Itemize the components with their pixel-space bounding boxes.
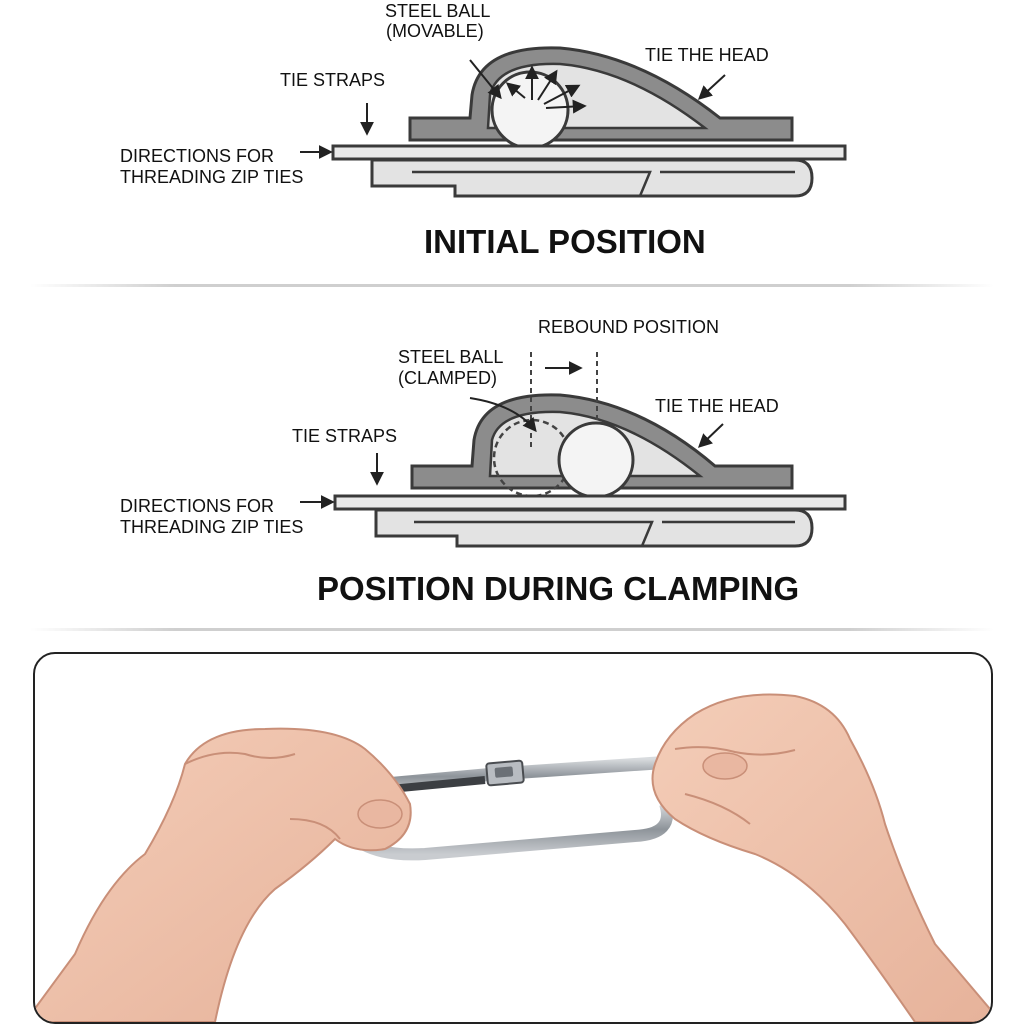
clamping-position-title: POSITION DURING CLAMPING [317, 570, 800, 607]
section-divider [30, 284, 994, 287]
hands-pulling-steel-tie-illustration [35, 693, 991, 1022]
steel-ball-label: STEEL BALL [398, 347, 504, 367]
arrow-icon [697, 423, 724, 448]
lower-strap [370, 158, 814, 198]
tie-straps-label: TIE STRAPS [292, 426, 398, 446]
directions-label-line2: THREADING ZIP TIES [120, 517, 304, 537]
arrow-icon [469, 59, 502, 100]
arrow-icon [469, 397, 537, 433]
hand-icon [651, 693, 991, 1022]
directions-label-line1: DIRECTIONS FOR [120, 496, 275, 516]
directions-label-line1: DIRECTIONS FOR [120, 146, 275, 166]
zip-tie-cross-section-initial [300, 46, 847, 198]
section-divider [30, 628, 994, 631]
directions-label-line2: THREADING ZIP TIES [120, 167, 304, 187]
steel-ball-state-label: (MOVABLE) [386, 21, 484, 41]
rebound-position-label: REBOUND POSITION [538, 317, 720, 337]
arrow-icon [697, 74, 726, 100]
zip-tie-cross-section-clamping [300, 352, 847, 548]
initial-position-diagram: STEEL BALL (MOVABLE) TIE THE HEAD TIE ST… [0, 0, 1024, 280]
lower-strap [374, 508, 814, 548]
steel-ball-clamped [557, 421, 635, 499]
tie-head-label: TIE THE HEAD [655, 396, 779, 416]
hand-icon [35, 727, 412, 1022]
clamping-position-diagram: REBOUND POSITION STEEL BALL (CLAMPED) TI… [0, 300, 1024, 630]
initial-position-title: INITIAL POSITION [424, 223, 706, 260]
tie-straps-label: TIE STRAPS [280, 70, 386, 90]
steel-ball-state-label: (CLAMPED) [398, 368, 498, 388]
strap-fold-line [412, 170, 795, 197]
main-strap [331, 144, 847, 161]
hands-pulling-tie-photo-panel [33, 652, 993, 1024]
ball-motion-arrows [505, 65, 587, 114]
steel-tie-buckle [485, 759, 525, 787]
steel-ball-label: STEEL BALL [385, 1, 491, 21]
main-strap [333, 494, 847, 511]
strap-fold-line [414, 520, 795, 547]
steel-ball-movable [490, 70, 570, 150]
tie-head-label: TIE THE HEAD [645, 45, 769, 65]
